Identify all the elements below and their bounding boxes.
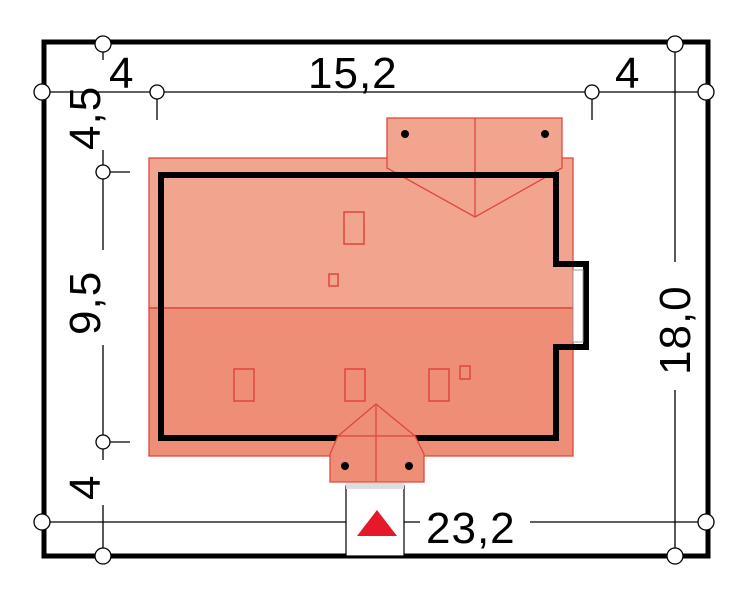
entrance-triangle-icon: [357, 510, 397, 536]
top-gable: [386, 117, 563, 218]
label-top-width: 15,2: [308, 49, 398, 98]
dimension-node-circle: [94, 35, 112, 53]
dimension-nodes: [33, 35, 715, 565]
dimension-node-circle: [149, 84, 165, 100]
dimension-node-circle: [33, 513, 51, 531]
roof-windows: [233, 211, 471, 402]
dimension-node-circle: [95, 164, 111, 180]
dimension-node-circle: [94, 547, 112, 565]
dimension-node-circle: [666, 35, 684, 53]
roof-window: [233, 368, 255, 402]
dimension-node-circle: [697, 513, 715, 531]
label-plot-depth: 18,0: [651, 285, 700, 375]
dimension-node-circle: [33, 83, 51, 101]
roof-window: [459, 365, 471, 380]
dimension-node-circle: [697, 83, 715, 101]
side-annex: [572, 269, 584, 343]
driveway-edge: [346, 483, 404, 489]
roof-window: [343, 211, 365, 245]
label-top-left-offset: 4: [109, 49, 134, 98]
roof-window: [328, 273, 339, 287]
label-top-right-offset: 4: [615, 49, 640, 98]
roof-window: [428, 368, 450, 402]
dimension-node-circle: [584, 84, 600, 100]
dimension-node-circle: [666, 547, 684, 565]
label-left-house-depth: 9,5: [61, 271, 110, 335]
house-walls: [158, 172, 589, 441]
label-left-top-setback: 4,5: [61, 86, 110, 150]
roof-window: [344, 368, 366, 402]
label-plot-width: 23,2: [426, 504, 516, 553]
dimension-node-circle: [95, 434, 111, 450]
label-left-bottom-setback: 4: [61, 475, 110, 500]
entrance-gable: [329, 403, 425, 483]
